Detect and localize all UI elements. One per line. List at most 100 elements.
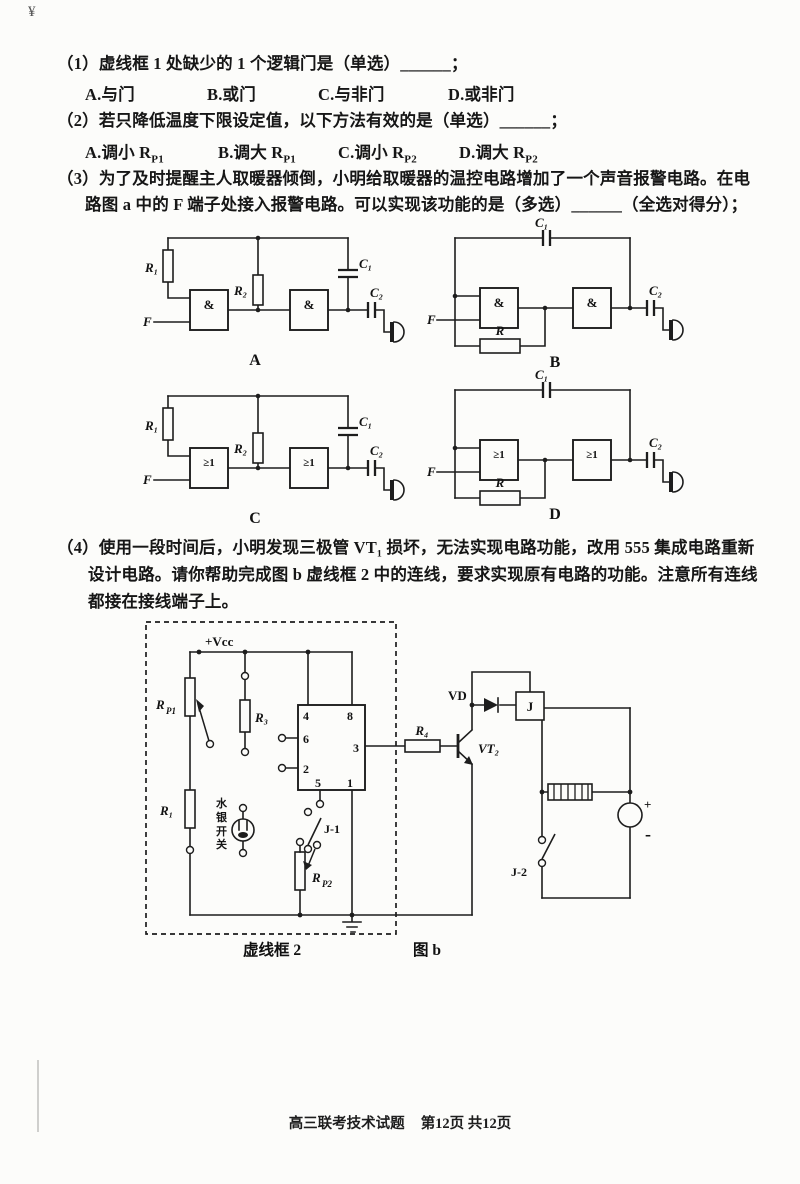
capacitor-c1 xyxy=(541,230,552,246)
label-c2: C₂ xyxy=(649,435,662,450)
or-gate-2 xyxy=(289,447,329,489)
page-footer: 高三联考技术试题第12页 共12页 xyxy=(0,1112,800,1133)
pin4-label: 4 xyxy=(303,709,309,723)
q2-text: （2）若只降低温度下限设定值，以下方法有效的是（单选）______； xyxy=(57,111,568,130)
circuit-b-name: B xyxy=(550,354,561,371)
pin2-label: 2 xyxy=(303,762,309,776)
capacitor-c1 xyxy=(541,382,552,398)
gate2-symbol: & xyxy=(587,295,598,310)
j2-contact-switch[interactable] xyxy=(537,833,556,868)
and-gate-2 xyxy=(289,289,329,331)
label-c1: C₁ xyxy=(359,414,372,429)
and-gate-2 xyxy=(572,287,612,329)
resistor-r1 xyxy=(184,789,196,829)
transistor-vt2 xyxy=(456,728,474,765)
circuit-a-name: A xyxy=(249,352,261,369)
gate1-symbol: ≥1 xyxy=(203,457,215,469)
mercury-bottom-terminal[interactable] xyxy=(238,848,248,858)
mercury-switch-icon xyxy=(231,818,255,842)
potentiometer-rp2 xyxy=(294,851,306,891)
gate2-symbol: ≥1 xyxy=(586,449,598,461)
vcc-label: +Vcc xyxy=(205,634,234,649)
circuit-d-wires xyxy=(436,389,670,499)
label-r1: R₁ xyxy=(144,418,158,433)
capacitor-c1 xyxy=(338,268,358,279)
pin1-label: 1 xyxy=(347,776,353,790)
rp2-label: R xyxy=(311,870,321,885)
gate1-symbol: & xyxy=(494,295,505,310)
rp2-top-terminal[interactable] xyxy=(295,837,305,847)
left-rail-terminal[interactable] xyxy=(185,845,195,855)
rp1-label: R xyxy=(155,697,165,712)
mercury-top-terminal[interactable] xyxy=(238,803,248,813)
resistor-r1 xyxy=(162,249,174,283)
label-c1: C₁ xyxy=(535,215,548,230)
j2-label: J-2 xyxy=(511,865,527,879)
and-gate-1 xyxy=(189,289,229,331)
resistor-r2 xyxy=(252,274,264,306)
gate2-symbol: ≥1 xyxy=(303,457,315,469)
q4-text-line1: （4）使用一段时间后，小明发现三极管 VT₁ 损坏，无法实现电路功能，改用 55… xyxy=(57,538,755,557)
gate1-symbol: & xyxy=(204,297,215,312)
gate1-symbol: ≥1 xyxy=(493,449,505,461)
label-c1: C₁ xyxy=(535,367,548,382)
capacitor-c2 xyxy=(645,300,656,316)
label-r2: R₂ xyxy=(233,283,247,298)
r3-bottom-terminal[interactable] xyxy=(240,747,250,757)
r3-top-terminal[interactable] xyxy=(240,671,250,681)
footer-page-number: 第12页 共12页 xyxy=(420,1116,512,1132)
q1-text: （1）虚线框 1 处缺少的 1 个逻辑门是（单选）______； xyxy=(57,54,468,73)
ground-icon xyxy=(342,914,362,933)
rp2-wiper-arrow xyxy=(303,861,312,870)
j1-label: J-1 xyxy=(324,822,340,836)
or-gate-2 xyxy=(572,439,612,481)
q2-option-d: D.调大 RP2 xyxy=(459,143,538,166)
circuit-c-diagram: ≥1 ≥1 R₁ R₂ C₁ C₂ F C xyxy=(142,393,405,527)
label-c2: C₂ xyxy=(649,283,662,298)
resistor-r2 xyxy=(252,432,264,464)
scan-artifact-line xyxy=(37,1060,39,1132)
or-gate-1 xyxy=(479,439,519,481)
rp1-label-sub: P1 xyxy=(166,706,176,716)
gate2-symbol: & xyxy=(304,297,315,312)
mercury-switch-label: 水银开关 xyxy=(216,798,227,852)
circuit-c-name: C xyxy=(249,510,261,527)
circuit-d-diagram: ≥1 ≥1 C₁ C₂ F R D xyxy=(426,367,684,523)
diode-vd-icon xyxy=(484,697,499,713)
minus-label: - xyxy=(645,824,651,844)
rp2-wiper-terminal[interactable] xyxy=(312,840,322,850)
pin8-label: 8 xyxy=(347,709,353,723)
or-gate-1 xyxy=(189,447,229,489)
resistor-r4 xyxy=(404,739,441,753)
circuit-a-diagram: & & R₁ R₂ C₁ C₂ F A xyxy=(142,235,405,369)
r1-label: R₁ xyxy=(159,803,173,818)
j1-contact-switch[interactable] xyxy=(303,807,322,854)
label-c2: C₂ xyxy=(370,285,383,300)
q3-text-line1: （3）为了及时提醒主人取暖器倾倒，小明给取暖器的温控电路增加了一个声音报警电路。… xyxy=(57,169,751,188)
pin5-terminal[interactable] xyxy=(315,799,325,809)
circuit-b-wires xyxy=(436,237,670,347)
label-c1: C₁ xyxy=(359,256,372,271)
bell-icon xyxy=(547,783,593,801)
buzzer-icon xyxy=(390,479,405,501)
label-f: F xyxy=(142,472,152,487)
label-r: R xyxy=(495,475,505,490)
footer-title: 高三联考技术试题 xyxy=(288,1116,405,1132)
plus-label: + xyxy=(644,797,651,812)
q1-option-b: B.或门 xyxy=(207,85,256,104)
q1-option-a: A.与门 xyxy=(85,85,135,104)
q1-option-c: C.与非门 xyxy=(318,85,385,104)
rp1-wiper-arrow xyxy=(196,699,204,712)
ic-555 xyxy=(297,704,366,791)
pin2-terminal[interactable] xyxy=(277,763,287,773)
capacitor-c2 xyxy=(645,452,656,468)
potentiometer-rp1 xyxy=(184,677,196,717)
vt2-label: VT₂ xyxy=(478,741,499,756)
rp1-terminal[interactable] xyxy=(205,739,215,749)
figure-b-caption: 图 b xyxy=(413,942,441,959)
relay-coil-j xyxy=(515,691,545,721)
pin6-terminal[interactable] xyxy=(277,733,287,743)
q4-text-line3: 都接在接线端子上。 xyxy=(88,592,239,611)
q2-option-b: B.调大 RP1 xyxy=(218,143,296,166)
